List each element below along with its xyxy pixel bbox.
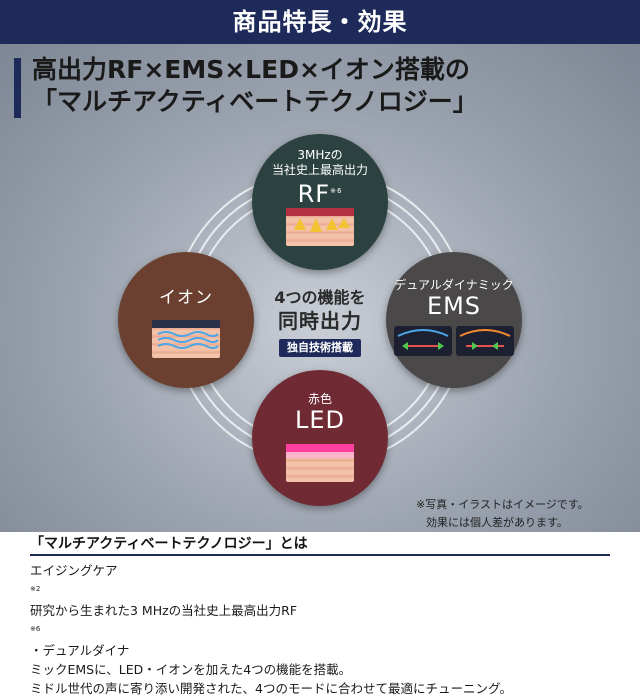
section-divider (30, 554, 610, 556)
disclaimer-line-2: 効果には個人差があります。 (426, 516, 568, 529)
rf-line-1: 3MHzの (297, 148, 343, 162)
rf-skin-illustration (286, 208, 354, 246)
ems-illustration-left (394, 326, 452, 356)
center-badge: 独自技術搭載 (279, 339, 361, 357)
headline: 高出力RF×EMS×LED×イオン搭載の 「マルチアクティベートテクノロジー」 (32, 54, 478, 118)
section-header: 商品特長・効果 (0, 0, 640, 44)
disclaimer-note: ※写真・イラストはイメージです。 効果には個人差があります。 (416, 496, 626, 532)
center-label: 4つの機能を 同時出力 独自技術搭載 (266, 288, 374, 357)
rf-line-2: 当社史上最高出力 (271, 163, 368, 177)
ion-skin-illustration (152, 320, 220, 358)
led-light-icon (286, 444, 354, 458)
ion-circle: イオン (118, 252, 254, 388)
ion-name: イオン (159, 288, 213, 308)
rf-name: RF※6 (297, 180, 343, 208)
header-title: 商品特長・効果 (232, 8, 408, 36)
center-line-1: 4つの機能を (274, 288, 366, 307)
disclaimer-line-1: ※写真・イラストはイメージです。 (416, 498, 589, 511)
rf-energy-icon (286, 208, 354, 232)
headline-line-1: 高出力RF×EMS×LED×イオン搭載の (32, 55, 470, 84)
led-name: LED (294, 406, 345, 434)
ems-illustration-right (456, 326, 514, 356)
ems-circle: デュアルダイナミック EMS (386, 252, 522, 388)
rf-note: ※6 (330, 187, 343, 195)
center-line-2: 同時出力 (278, 309, 362, 333)
rf-circle: 3MHzの 当社史上最高出力 RF※6 (252, 134, 388, 270)
accent-bar (14, 58, 21, 118)
led-circle: 赤色 LED (252, 370, 388, 506)
body-line-2: ミックEMSに、LED・イオンを加えた4つの機能を搭載。 (30, 662, 352, 678)
ems-arrows-icon (397, 329, 449, 350)
ems-contract-icon (459, 329, 511, 350)
led-line-1: 赤色 (307, 392, 332, 406)
ems-line-1: デュアルダイナミック (394, 278, 514, 292)
section-title: 「マルチアクティベートテクノロジー」とは (30, 536, 308, 552)
ems-name: EMS (426, 292, 482, 320)
ion-wave-icon (152, 320, 220, 349)
headline-line-2: 「マルチアクティベートテクノロジー」 (32, 87, 478, 116)
led-skin-illustration (286, 444, 354, 482)
body-line-3: ミドル世代の声に寄り添い開発された、4つのモードに合わせて最適にチューニング。 (30, 681, 512, 697)
